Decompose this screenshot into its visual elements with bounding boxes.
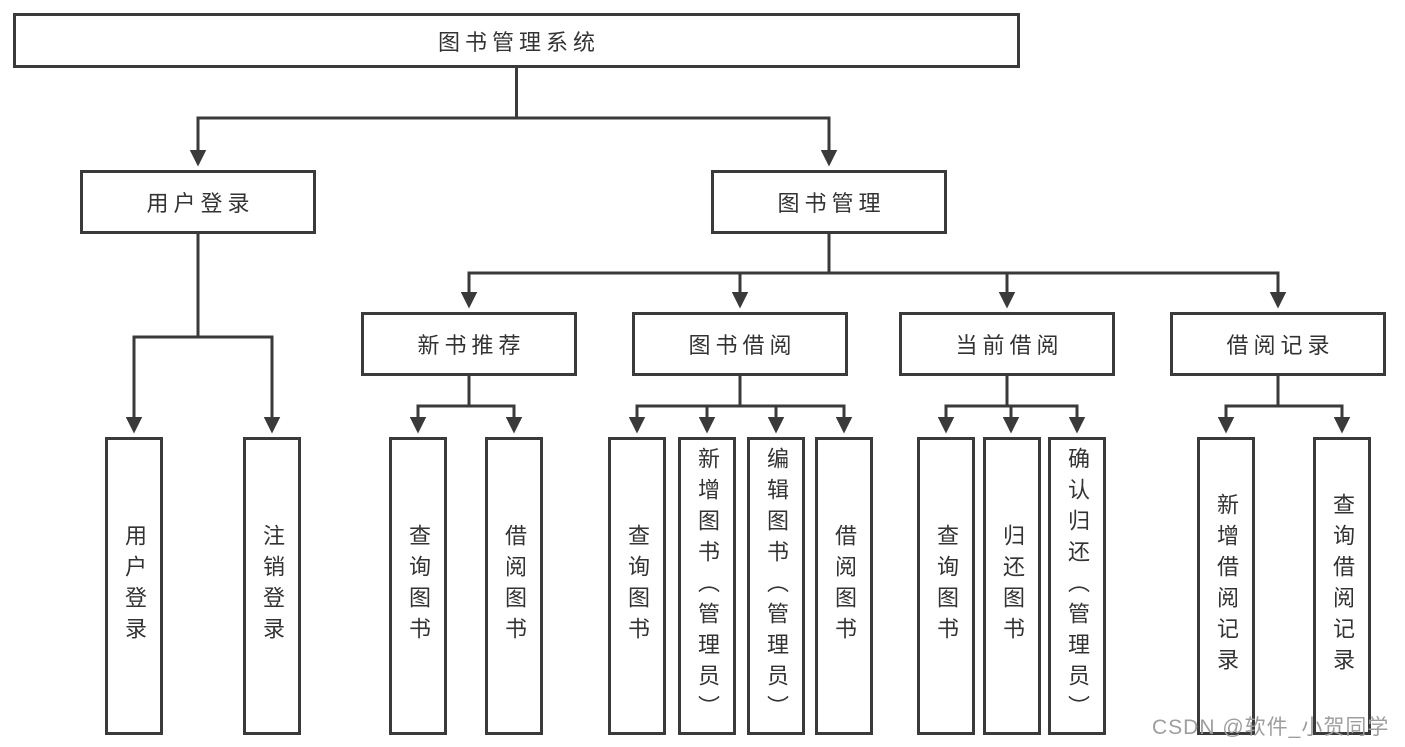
node-label: 新书推荐: [417, 333, 526, 358]
leaf-return-books: 归还图书: [983, 437, 1041, 735]
node-current-borrow: 当前借阅: [899, 312, 1115, 376]
leaf-confirm-return-admin: 确认归还（管理员）: [1048, 437, 1106, 735]
node-book-borrow: 图书借阅: [632, 312, 848, 376]
node-label: 用户登录: [146, 191, 255, 216]
node-label: 图书管理系统: [437, 29, 600, 55]
leaf-user-login: 用户登录: [105, 437, 163, 735]
node-label: 借阅图书: [832, 524, 857, 648]
leaf-query-books-current: 查询图书: [917, 437, 975, 735]
leaf-edit-book-admin: 编辑图书（管理员）: [747, 437, 805, 735]
node-label: 图书管理: [777, 191, 886, 216]
node-label: 归还图书: [1000, 524, 1025, 648]
node-label: 确认归还（管理员）: [1065, 446, 1090, 726]
node-label: 图书借阅: [688, 333, 797, 358]
leaf-add-book-admin: 新增图书（管理员）: [678, 437, 736, 735]
node-label: 借阅图书: [502, 524, 527, 648]
connector-spines: [132, 68, 1344, 408]
leaf-query-books-recommend: 查询图书: [389, 437, 447, 735]
node-new-book-recommend: 新书推荐: [361, 312, 577, 376]
node-label: 查询图书: [406, 524, 431, 648]
leaf-borrow-books-recommend: 借阅图书: [485, 437, 543, 735]
leaf-borrow-books: 借阅图书: [815, 437, 873, 735]
node-book-management: 图书管理: [711, 170, 947, 234]
node-label: 当前借阅: [955, 333, 1064, 358]
node-label: 查询图书: [934, 524, 959, 648]
csdn-watermark: CSDN @软件_小贺同学: [1152, 716, 1390, 739]
node-label: 编辑图书（管理员）: [764, 446, 789, 726]
leaf-logout: 注销登录: [243, 437, 301, 735]
node-user-login: 用户登录: [80, 170, 316, 234]
node-label: 新增图书（管理员）: [695, 446, 720, 726]
node-library-management-system: 图书管理系统: [13, 13, 1020, 68]
node-label: 查询图书: [625, 524, 650, 648]
leaf-add-borrow-record: 新增借阅记录: [1197, 437, 1255, 735]
node-label: 新增借阅记录: [1214, 493, 1239, 679]
node-label: 查询借阅记录: [1330, 493, 1355, 679]
node-label: 用户登录: [122, 524, 147, 648]
node-label: 借阅记录: [1226, 333, 1335, 358]
leaf-query-borrow-record: 查询借阅记录: [1313, 437, 1371, 735]
node-label: 注销登录: [260, 524, 285, 648]
node-borrow-records: 借阅记录: [1170, 312, 1386, 376]
leaf-query-books-borrow: 查询图书: [608, 437, 666, 735]
